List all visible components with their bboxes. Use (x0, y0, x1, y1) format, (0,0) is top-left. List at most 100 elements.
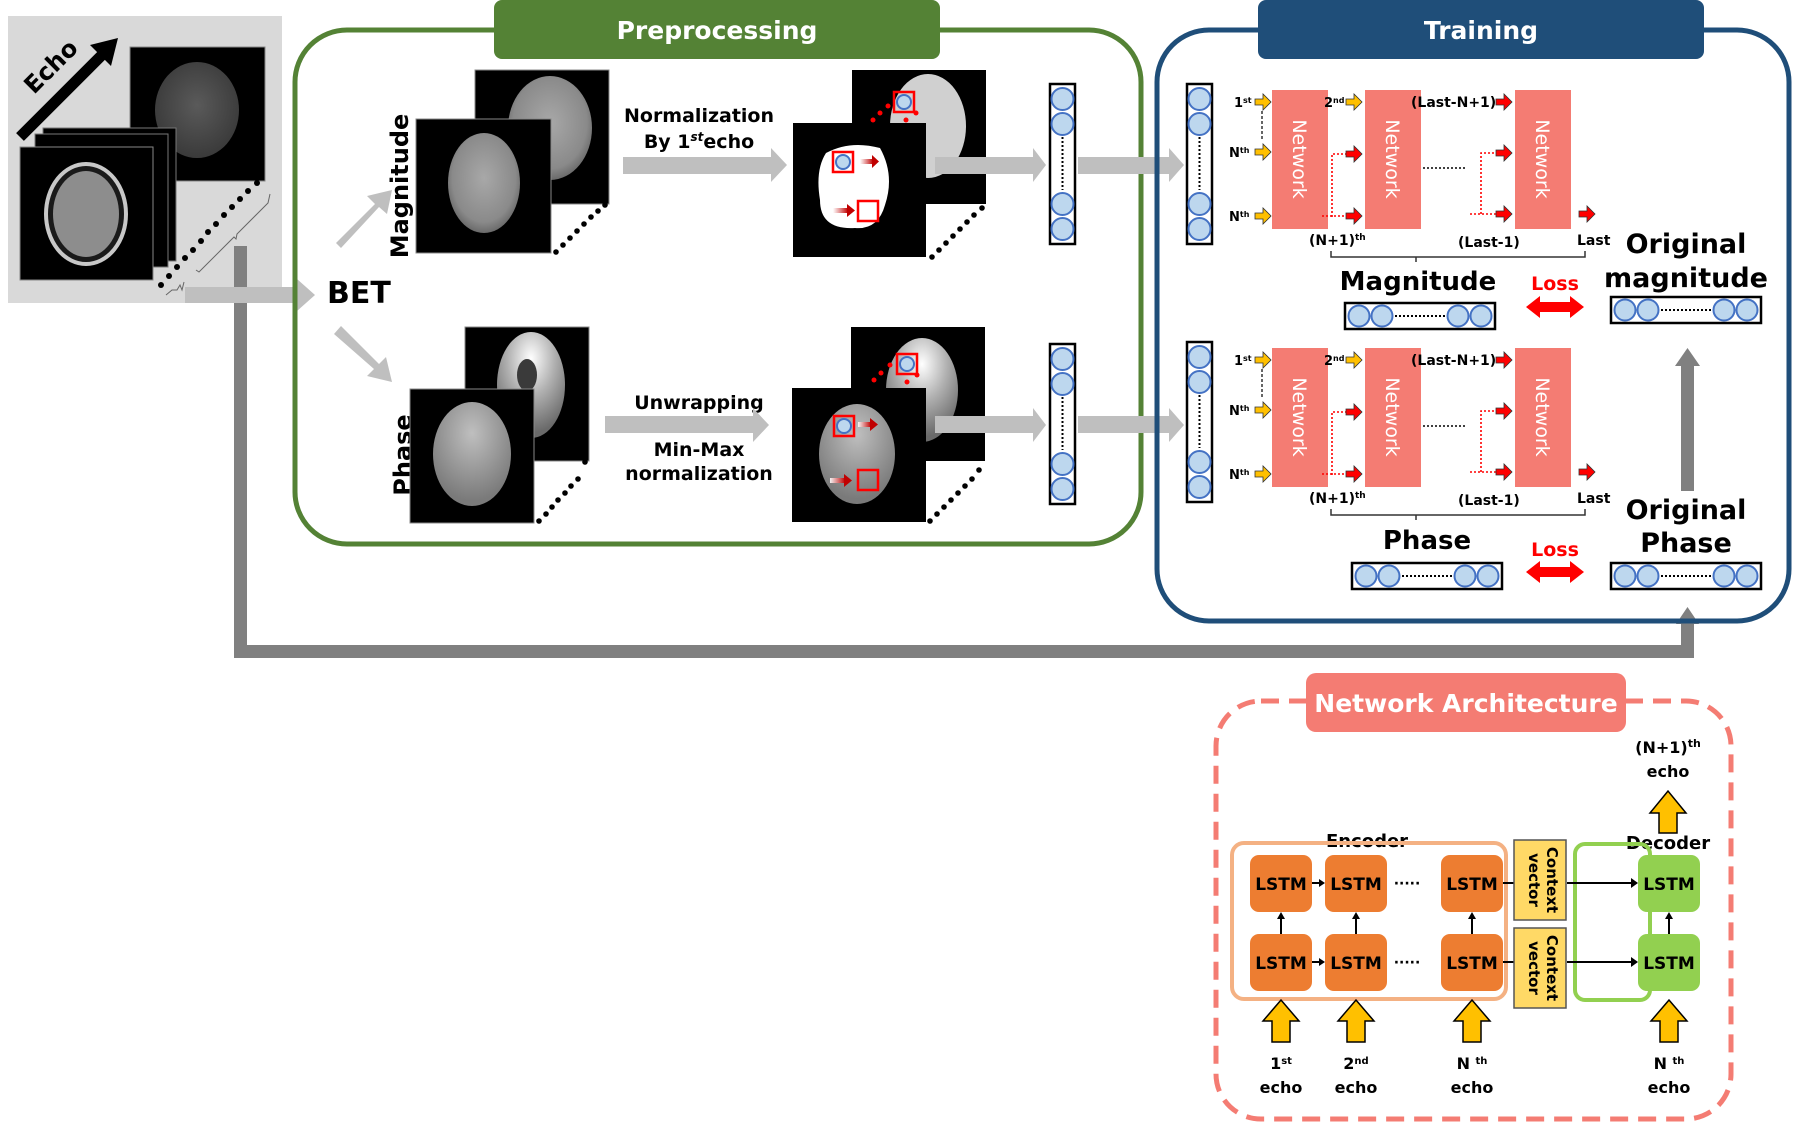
input-echo-index: 1st (1270, 1054, 1292, 1073)
input-2nd-label-base: 2 (1324, 96, 1333, 111)
input-echo-index-base: 1 (1270, 1054, 1281, 1073)
encoder-lstm-cell: LSTM (1250, 934, 1312, 991)
input-2nd-label: 2nd (1324, 96, 1345, 112)
preprocessing-section: Preprocessing BET Magnitude Normalizatio… (292, 0, 1144, 547)
lstm-label: LSTM (1255, 875, 1307, 895)
step-prefix: By 1 (644, 131, 691, 153)
input-nth-label: Nth (1229, 210, 1250, 226)
recurrent-arrow-icon (1345, 465, 1363, 483)
input-echo-index-sup: st (1281, 1056, 1292, 1067)
input-2nd-label: 2nd (1324, 354, 1345, 370)
input-echo-arrow-icon (1452, 998, 1492, 1043)
vector-node (1613, 298, 1637, 322)
output-n-plus-1-label-base: (N+1) (1309, 233, 1355, 249)
input-last-n-plus-1-label: (Last-N+1) (1411, 353, 1496, 369)
vector-node (1469, 304, 1493, 328)
voxel-node (835, 154, 851, 170)
vector-node (1354, 564, 1378, 588)
input-1st-label-base: 1 (1234, 354, 1243, 369)
recurrent-arrow-icon (1495, 93, 1513, 111)
phase-wrap-artifact (517, 359, 537, 391)
input-last-n-plus-1-label: (Last-N+1) (1411, 95, 1496, 111)
output-echo-index: (N+1)th (1635, 737, 1701, 758)
input-nth-label-base: N (1229, 146, 1240, 161)
brace-small (165, 281, 185, 296)
input-nth-label-sup: th (1240, 210, 1250, 219)
preprocessing-title: Preprocessing (617, 16, 818, 45)
network-box (1272, 348, 1328, 487)
magnitude-output-label: Magnitude (1340, 267, 1497, 297)
input-nth-label-base: N (1229, 404, 1240, 419)
network-box (1365, 348, 1421, 487)
voxel-box (831, 150, 855, 174)
to-vector-arrow-magnitude (935, 148, 1046, 182)
input-echo-word: echo (1260, 1078, 1303, 1097)
bet-to-magnitude-arrow (336, 190, 392, 248)
to-vector-arrow-phase (935, 408, 1046, 442)
voxel-arrow-icon (830, 418, 878, 487)
preprocessing-to-training-arrow-magnitude (1078, 148, 1184, 182)
lstm-box (1638, 934, 1700, 991)
vector-node (1735, 564, 1759, 588)
preprocessing-to-training-arrow-phase (1078, 408, 1184, 442)
phase-step-line2: Min-Max (654, 439, 745, 461)
lstm-ellipsis: ····· (1394, 876, 1421, 892)
network-box (1365, 90, 1421, 229)
input-nth-label: Nth (1229, 468, 1250, 484)
vector-node (1187, 87, 1212, 111)
training-input-vector (1185, 340, 1214, 504)
input-echo-index-base: N (1457, 1054, 1476, 1073)
vector-node (1735, 298, 1759, 322)
loss-label-magnitude: Loss (1531, 273, 1579, 295)
voxel-box (856, 199, 880, 223)
output-echo-base: (N+1) (1635, 738, 1688, 757)
voxel-node (836, 418, 852, 434)
vector-node (1187, 370, 1212, 394)
echo-input-panel: Echo (8, 16, 282, 303)
original-phase-line2: Phase (1640, 528, 1732, 559)
decoder-input-echo-index-sup: th (1673, 1056, 1685, 1067)
output-last-minus-1-label: (Last-1) (1458, 493, 1520, 509)
preprocessing-header (494, 0, 940, 59)
input-echo-arrow-icon (1336, 998, 1376, 1043)
context-label-line1: Context (1543, 847, 1561, 913)
training-header (1258, 0, 1704, 59)
voxel-box (832, 414, 856, 438)
lstm-box (1638, 855, 1700, 912)
voxel-box (856, 468, 880, 492)
phase-ellipsis-dots (536, 459, 588, 524)
voxel-path-dots (871, 362, 920, 385)
input-echo-word: echo (1451, 1078, 1494, 1097)
network-box (1515, 348, 1571, 487)
recurrent-arrow-icon (1495, 144, 1513, 162)
input-echo-arrow-icon (1261, 998, 1301, 1043)
original-phase-vector (1609, 561, 1763, 591)
brace-large (195, 193, 271, 273)
recurrent-arrow-icon (1495, 205, 1513, 223)
decoder-frame (1573, 842, 1652, 1002)
recurrent-arrow-icon (1345, 145, 1363, 163)
vector-node (1187, 112, 1212, 136)
magnitude-step-line1: Normalization (624, 105, 774, 127)
training-title: Training (1424, 16, 1538, 45)
echo-ellipsis-dots (158, 180, 260, 288)
recurrent-arrow-icon (1495, 351, 1513, 369)
phase-output-label: Phase (1383, 526, 1471, 556)
lstm-label: LSTM (1643, 875, 1695, 895)
voxel-arrow-icon (833, 155, 879, 217)
output-brace (1330, 251, 1586, 262)
phase-step-line1: Unwrapping (634, 392, 764, 414)
phase-step-line3: normalization (625, 463, 773, 485)
magnitude-ellipsis-dots (553, 202, 608, 255)
decoder-input-echo-word: echo (1648, 1078, 1691, 1097)
input-nth-label-base: N (1229, 468, 1240, 483)
input-1st-label-sup: st (1243, 96, 1252, 105)
unwrapping-arrow (605, 408, 769, 442)
input-arrow-icon (1254, 143, 1272, 161)
original-magnitude-line2: magnitude (1604, 263, 1768, 294)
input-echo-word: echo (1335, 1078, 1378, 1097)
output-echo-word: echo (1647, 762, 1690, 781)
lstm-box (1441, 934, 1503, 991)
input-1st-label-sup: st (1243, 354, 1252, 363)
architecture-header (1306, 673, 1626, 732)
